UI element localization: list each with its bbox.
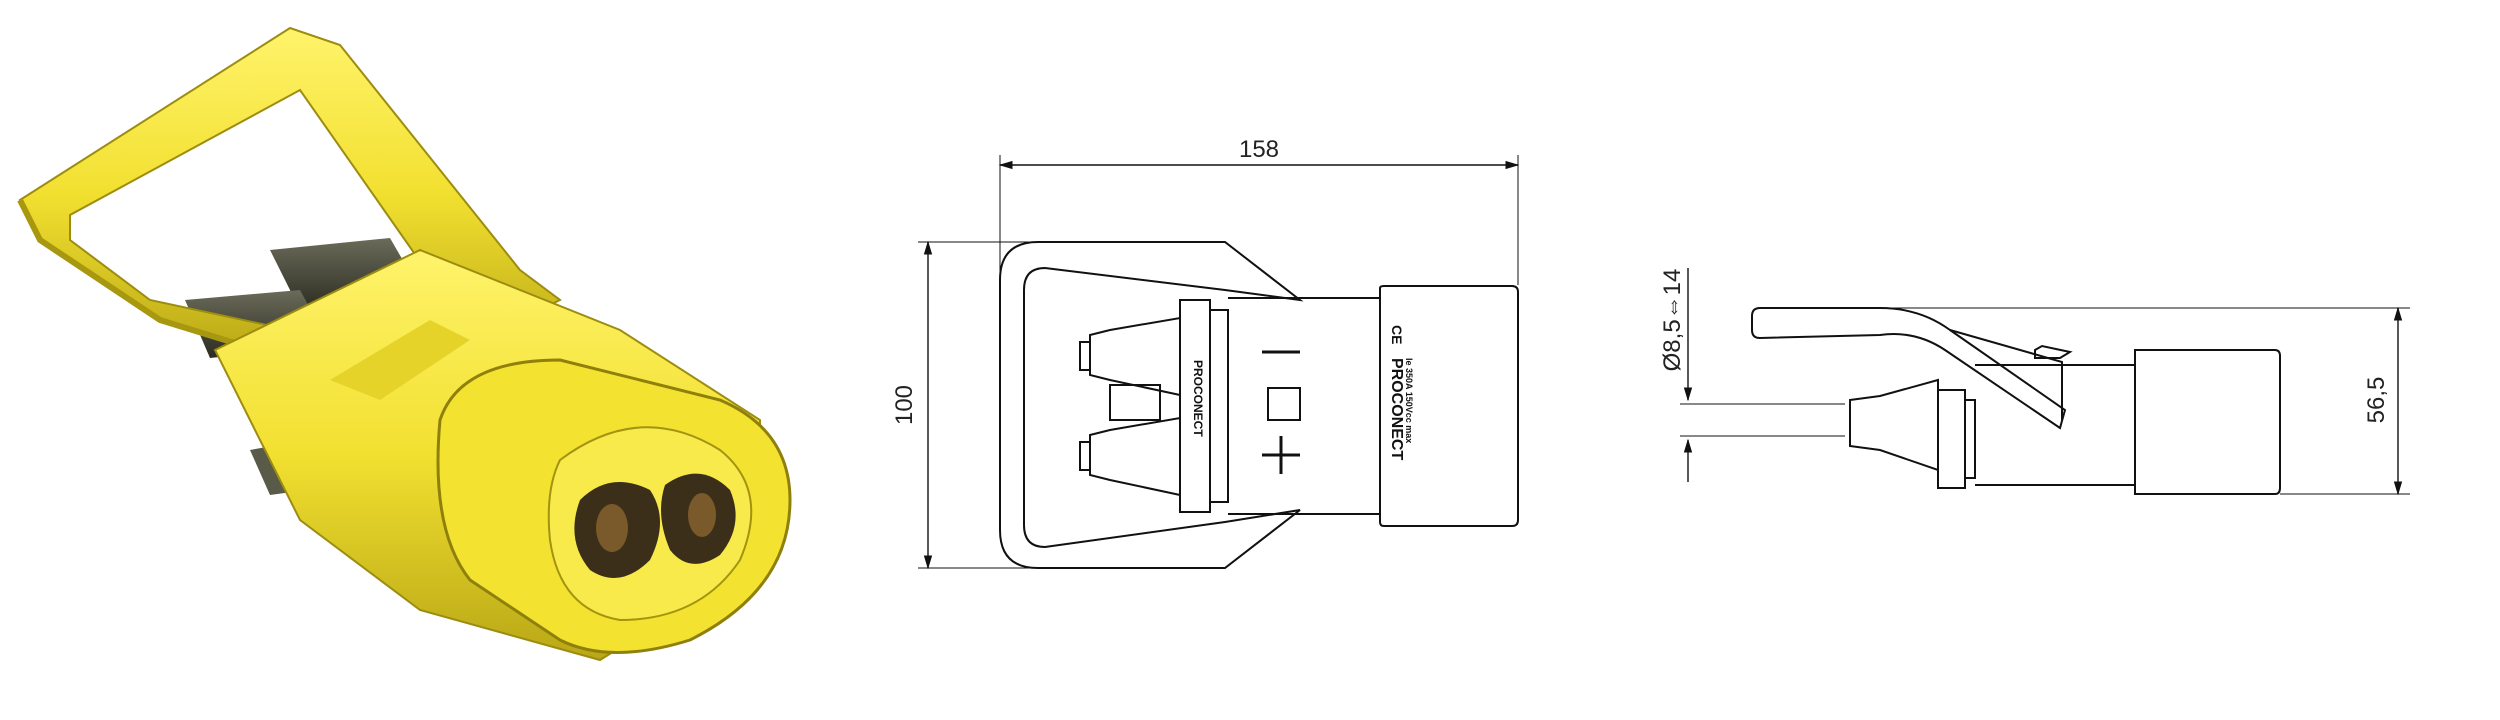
dim-side-height-label: 56,5 <box>2363 377 2390 424</box>
spec-label: Ie 350A 150Vcc max <box>1404 358 1414 443</box>
ce-mark: CE <box>1389 325 1405 344</box>
dim-cable-diameter-label: Ø8,5⇔14 <box>1659 269 1686 372</box>
dim-width-label: 158 <box>1239 136 1279 163</box>
front-view-drawing <box>918 155 1520 570</box>
brand-small-label: PROCONECT <box>1191 360 1205 437</box>
connector-3d-render <box>17 26 792 662</box>
dim-height-label: 100 <box>891 385 918 425</box>
brand-large-label: PROCONECT <box>1388 358 1405 460</box>
side-view-drawing <box>1680 268 2410 496</box>
